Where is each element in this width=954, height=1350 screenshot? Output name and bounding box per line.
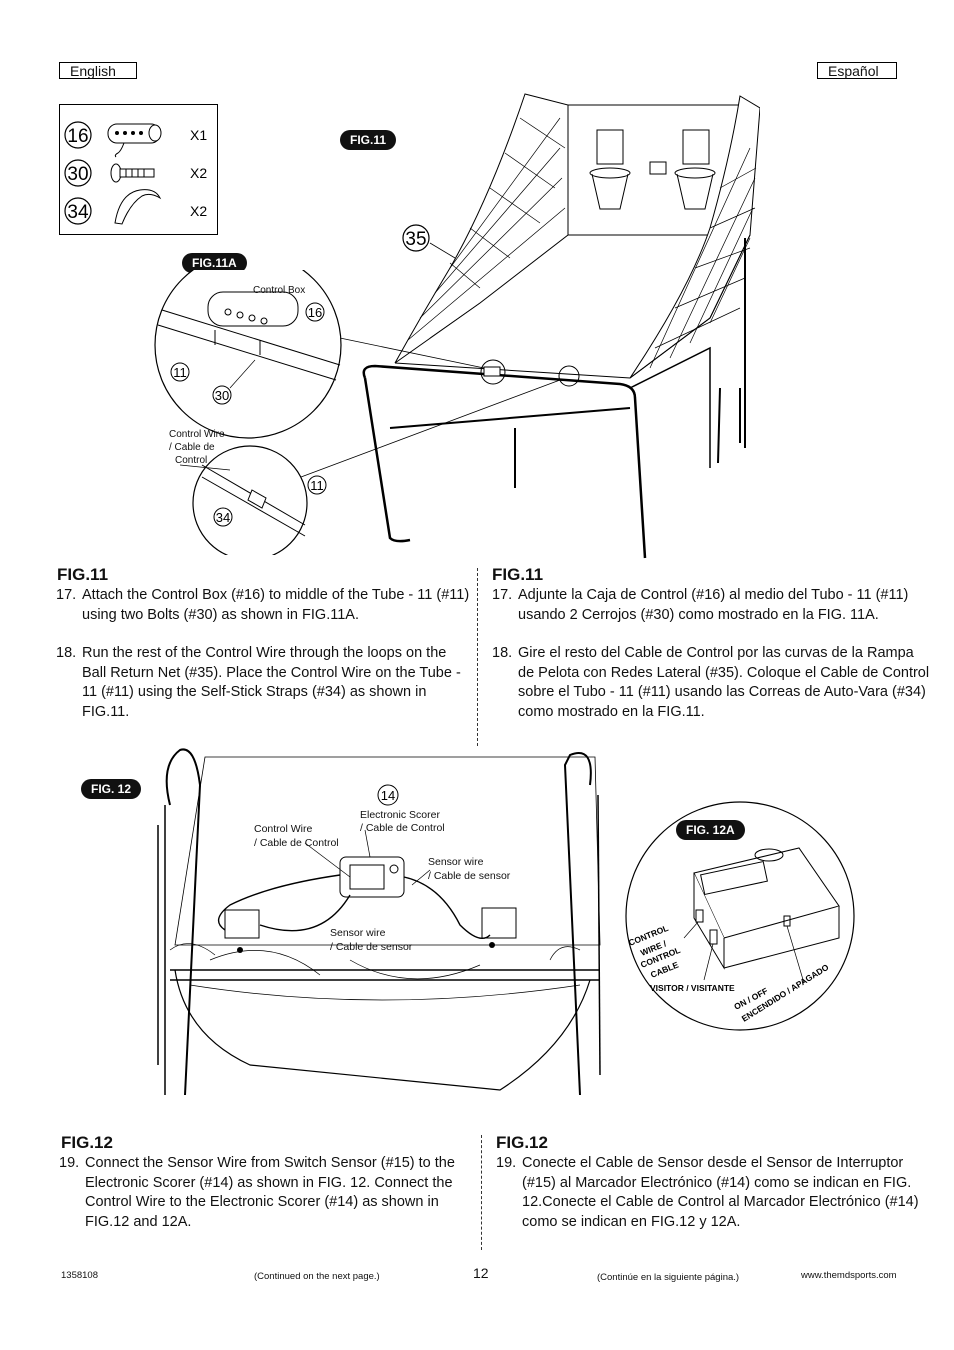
- fig11-english-instructions: FIG.11 17.Attach the Control Box (#16) t…: [56, 565, 473, 741]
- fig11-illustration: 35: [284, 93, 760, 559]
- callout-11-b: 11: [310, 478, 324, 493]
- column-divider: [477, 568, 478, 746]
- label-cable-de-sensor-bottom: / Cable de sensor: [330, 941, 413, 953]
- part-qty-16: X1: [190, 127, 207, 143]
- label-cable-de-control-scorer: / Cable de Control: [360, 822, 445, 834]
- callout-16: 16: [308, 305, 322, 320]
- step-19-spanish: 19.Conecte el Cable de Sensor desde el S…: [496, 1155, 919, 1230]
- fig12-illustration: 14: [157, 748, 601, 1095]
- step-19-english: 19.Connect the Sensor Wire from Switch S…: [59, 1155, 455, 1230]
- step-17-english: 17.Attach the Control Box (#16) to middl…: [56, 587, 470, 623]
- step-18-english: 18.Run the rest of the Control Wire thro…: [56, 645, 461, 720]
- part-qty-30: X2: [190, 165, 207, 181]
- step-18-spanish: 18.Gire el resto del Cable de Control po…: [492, 645, 930, 720]
- fig12a-detail-illustration: CONTROL WIRE / CONTROL CABLE VISITOR / V…: [625, 801, 855, 1031]
- part-row-34: 34 X2: [64, 189, 207, 225]
- footer-url: www.themdsports.com: [801, 1270, 897, 1281]
- page-number: 12: [473, 1265, 489, 1281]
- fig12-spanish-heading: FIG.12: [496, 1133, 548, 1152]
- fig12-english-instructions: FIG.12 19.Connect the Sensor Wire from S…: [59, 1133, 477, 1251]
- footer-continued-spanish: (Continúe en la siguiente página.): [597, 1272, 740, 1283]
- fig11-pill: FIG.11: [340, 130, 397, 150]
- part-number-34: 34: [67, 202, 89, 223]
- column-divider-2: [481, 1135, 482, 1250]
- label-control-box: Control Box: [253, 285, 306, 296]
- callout-34: 34: [216, 510, 230, 525]
- control-box-icon: [107, 123, 162, 158]
- fig12-english-heading: FIG.12: [61, 1133, 113, 1152]
- footer-code: 1358108: [61, 1270, 98, 1281]
- language-label-spanish: Español: [817, 62, 897, 79]
- label-control-wire-3: Control: [175, 455, 208, 466]
- callout-11-a: 11: [173, 365, 187, 380]
- callout-35: 35: [405, 229, 426, 250]
- label-control-wire-1: Control Wire: [169, 429, 225, 440]
- strap-icon: [114, 189, 162, 225]
- parts-list-box: 16 X1 30 X2 34 X2: [59, 104, 218, 235]
- callout-14: 14: [381, 788, 395, 803]
- label-cable-de-sensor-right: / Cable de sensor: [428, 870, 511, 882]
- language-label-english: English: [59, 62, 137, 79]
- fig12-spanish-instructions: FIG.12 19.Conecte el Cable de Sensor des…: [496, 1133, 926, 1251]
- fig11-english-heading: FIG.11: [57, 565, 109, 584]
- part-qty-34: X2: [190, 203, 207, 219]
- fig11-spanish-heading: FIG.11: [492, 565, 544, 584]
- fig11-spanish-instructions: FIG.11 17.Adjunte la Caja de Control (#1…: [492, 565, 932, 741]
- step-17-spanish: 17.Adjunte la Caja de Control (#16) al m…: [492, 587, 909, 623]
- callout-30: 30: [215, 388, 229, 403]
- part-number-30: 30: [67, 164, 88, 185]
- footer-continued-english: (Continued on the next page.): [254, 1271, 380, 1282]
- part-row-16: 16 X1: [64, 121, 207, 158]
- label-cable-de-control: / Cable de Control: [254, 837, 339, 849]
- part-row-30: 30 X2: [64, 159, 207, 187]
- fig11a-detail-illustration: 16 11 30 11 34: [154, 270, 342, 555]
- label-visitor: VISITOR / VISITANTE: [650, 983, 735, 993]
- bolt-icon: [110, 163, 155, 183]
- fig12-pill: FIG. 12: [81, 779, 142, 799]
- label-sensor-wire-bottom: Sensor wire: [330, 927, 386, 939]
- label-control-wire-2: / Cable de: [169, 442, 215, 453]
- fig12a-pill: FIG. 12A: [676, 820, 745, 840]
- fig11a-pill: FIG.11A: [182, 253, 247, 273]
- part-number-16: 16: [67, 126, 88, 147]
- label-sensor-wire-right: Sensor wire: [428, 856, 484, 868]
- label-electronic-scorer: Electronic Scorer: [360, 809, 440, 821]
- label-control-wire: Control Wire: [254, 823, 313, 835]
